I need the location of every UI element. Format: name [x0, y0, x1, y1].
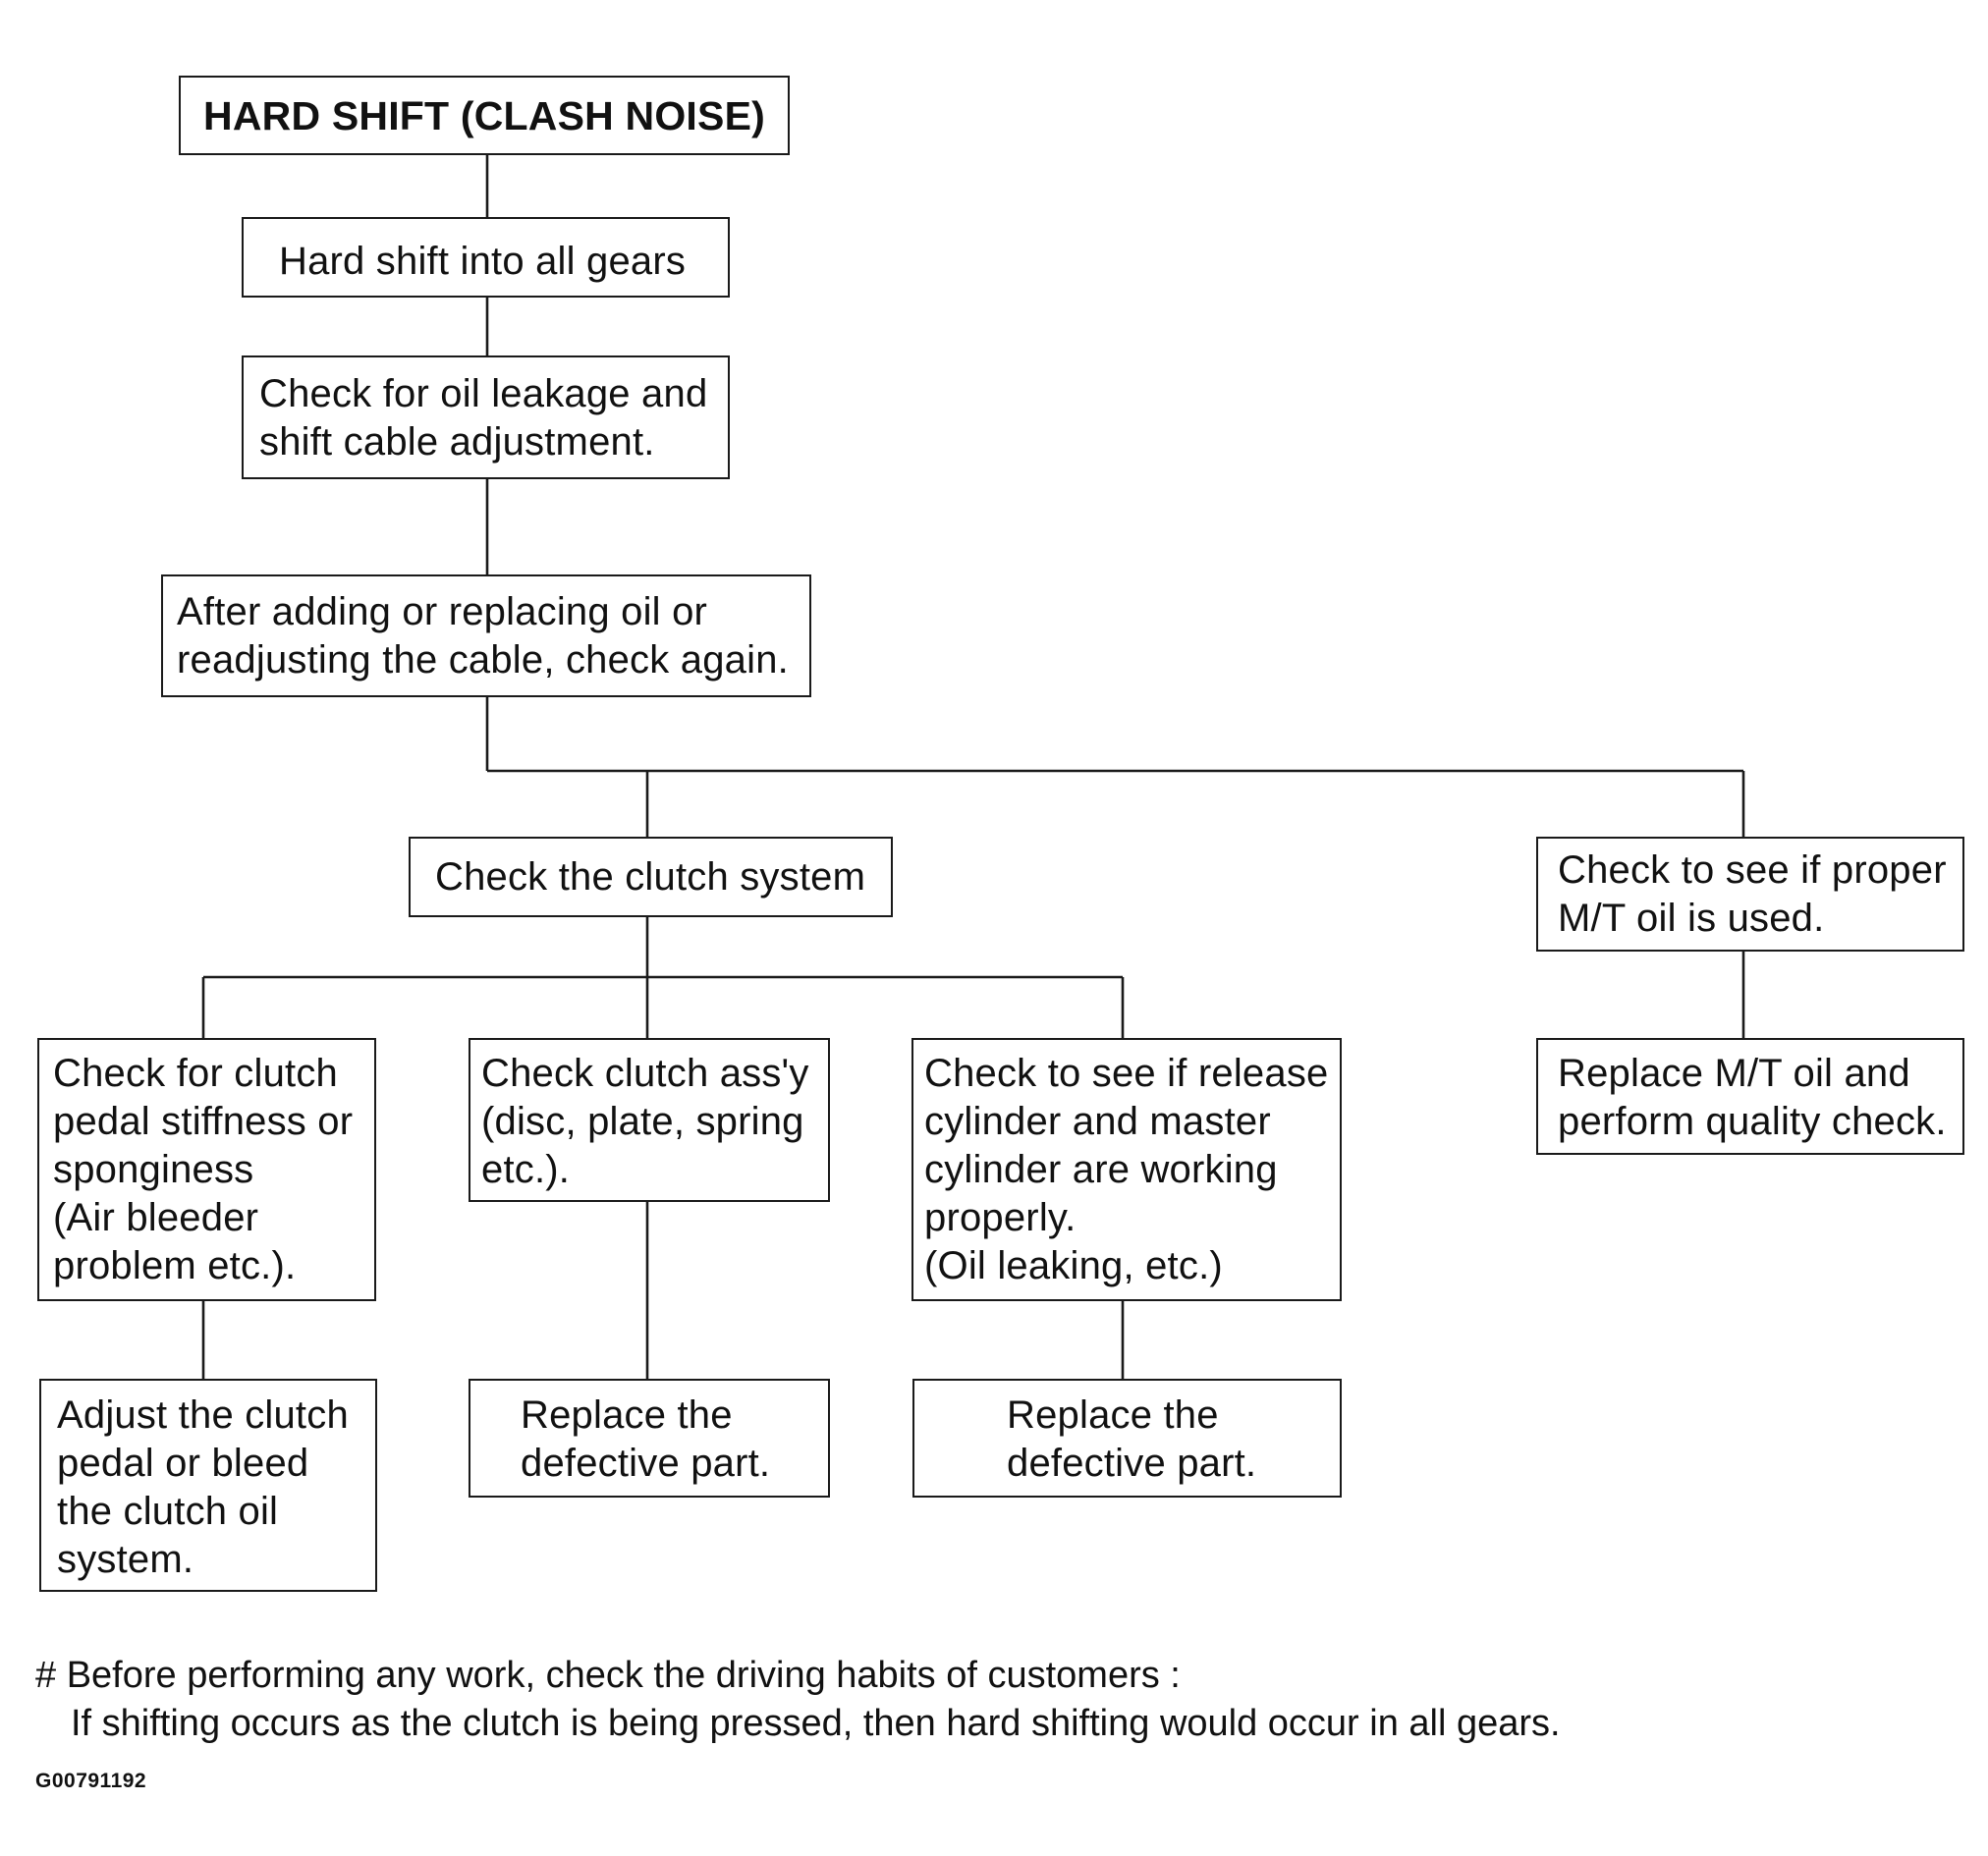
step-replace-defective-part-1: Replace the defective part. — [469, 1379, 830, 1498]
step-text-line: Hard shift into all gears — [279, 240, 687, 283]
step-check-clutch-system: Check the clutch system — [409, 837, 893, 917]
step-text-line: cylinder are working — [924, 1148, 1278, 1191]
step-text-line: system. — [57, 1538, 194, 1581]
step-text-line: cylinder and master — [924, 1100, 1271, 1143]
step-text-line: Check the clutch system — [435, 855, 866, 899]
step-replace-mt-oil: Replace M/T oil and perform quality chec… — [1536, 1038, 1964, 1155]
step-text-line: Check for clutch — [53, 1052, 338, 1095]
flowchart-title: HARD SHIFT (CLASH NOISE) — [179, 76, 790, 155]
step-text-line: Replace the — [521, 1393, 733, 1437]
step-text-line: perform quality check. — [1558, 1100, 1947, 1143]
step-adjust-clutch-pedal: Adjust the clutch pedal or bleed the clu… — [39, 1379, 377, 1592]
footnote-line-2: If shifting occurs as the clutch is bein… — [71, 1703, 1561, 1744]
step-text-line: Check clutch ass'y — [481, 1052, 809, 1095]
step-text-line: Check to see if proper — [1558, 848, 1947, 892]
step-text-line: After adding or replacing oil or — [177, 590, 708, 633]
step-text-line: shift cable adjustment. — [259, 420, 655, 464]
step-text-line: defective part. — [1007, 1442, 1257, 1485]
step-text-line: readjusting the cable, check again. — [177, 638, 789, 682]
step-text-line: M/T oil is used. — [1558, 897, 1825, 940]
step-text-line: pedal or bleed — [57, 1442, 309, 1485]
flowchart-title-text: HARD SHIFT (CLASH NOISE) — [203, 93, 765, 138]
step-text-line: Adjust the clutch — [57, 1393, 349, 1437]
step-text-line: properly. — [924, 1196, 1077, 1239]
step-check-proper-oil: Check to see if proper M/T oil is used. — [1536, 837, 1964, 952]
step-check-clutch-assy: Check clutch ass'y (disc, plate, spring … — [469, 1038, 830, 1202]
step-hard-shift-all-gears: Hard shift into all gears — [242, 217, 730, 298]
step-text-line: (disc, plate, spring — [481, 1100, 804, 1143]
step-check-oil-leakage: Check for oil leakage and shift cable ad… — [242, 355, 730, 479]
step-text-line: defective part. — [521, 1442, 771, 1485]
figure-id: G00791192 — [35, 1770, 147, 1792]
step-replace-defective-part-2: Replace the defective part. — [912, 1379, 1342, 1498]
step-text-line: sponginess — [53, 1148, 254, 1191]
step-text-line: problem etc.). — [53, 1244, 297, 1287]
step-text-line: (Oil leaking, etc.) — [924, 1244, 1223, 1287]
step-text-line: Check for oil leakage and — [259, 372, 708, 415]
footnote-line-1: # Before performing any work, check the … — [35, 1655, 1181, 1696]
step-text-line: Replace the — [1007, 1393, 1219, 1437]
step-text-line: etc.). — [481, 1148, 571, 1191]
step-check-release-cylinder: Check to see if release cylinder and mas… — [911, 1038, 1342, 1301]
step-text-line: Replace M/T oil and — [1558, 1052, 1910, 1095]
step-after-adding-oil: After adding or replacing oil or readjus… — [161, 574, 811, 697]
step-text-line: Check to see if release — [924, 1052, 1329, 1095]
step-text-line: the clutch oil — [57, 1490, 279, 1533]
step-check-pedal-stiffness: Check for clutch pedal stiffness or spon… — [37, 1038, 376, 1301]
step-text-line: (Air bleeder — [53, 1196, 259, 1239]
step-text-line: pedal stiffness or — [53, 1100, 354, 1143]
